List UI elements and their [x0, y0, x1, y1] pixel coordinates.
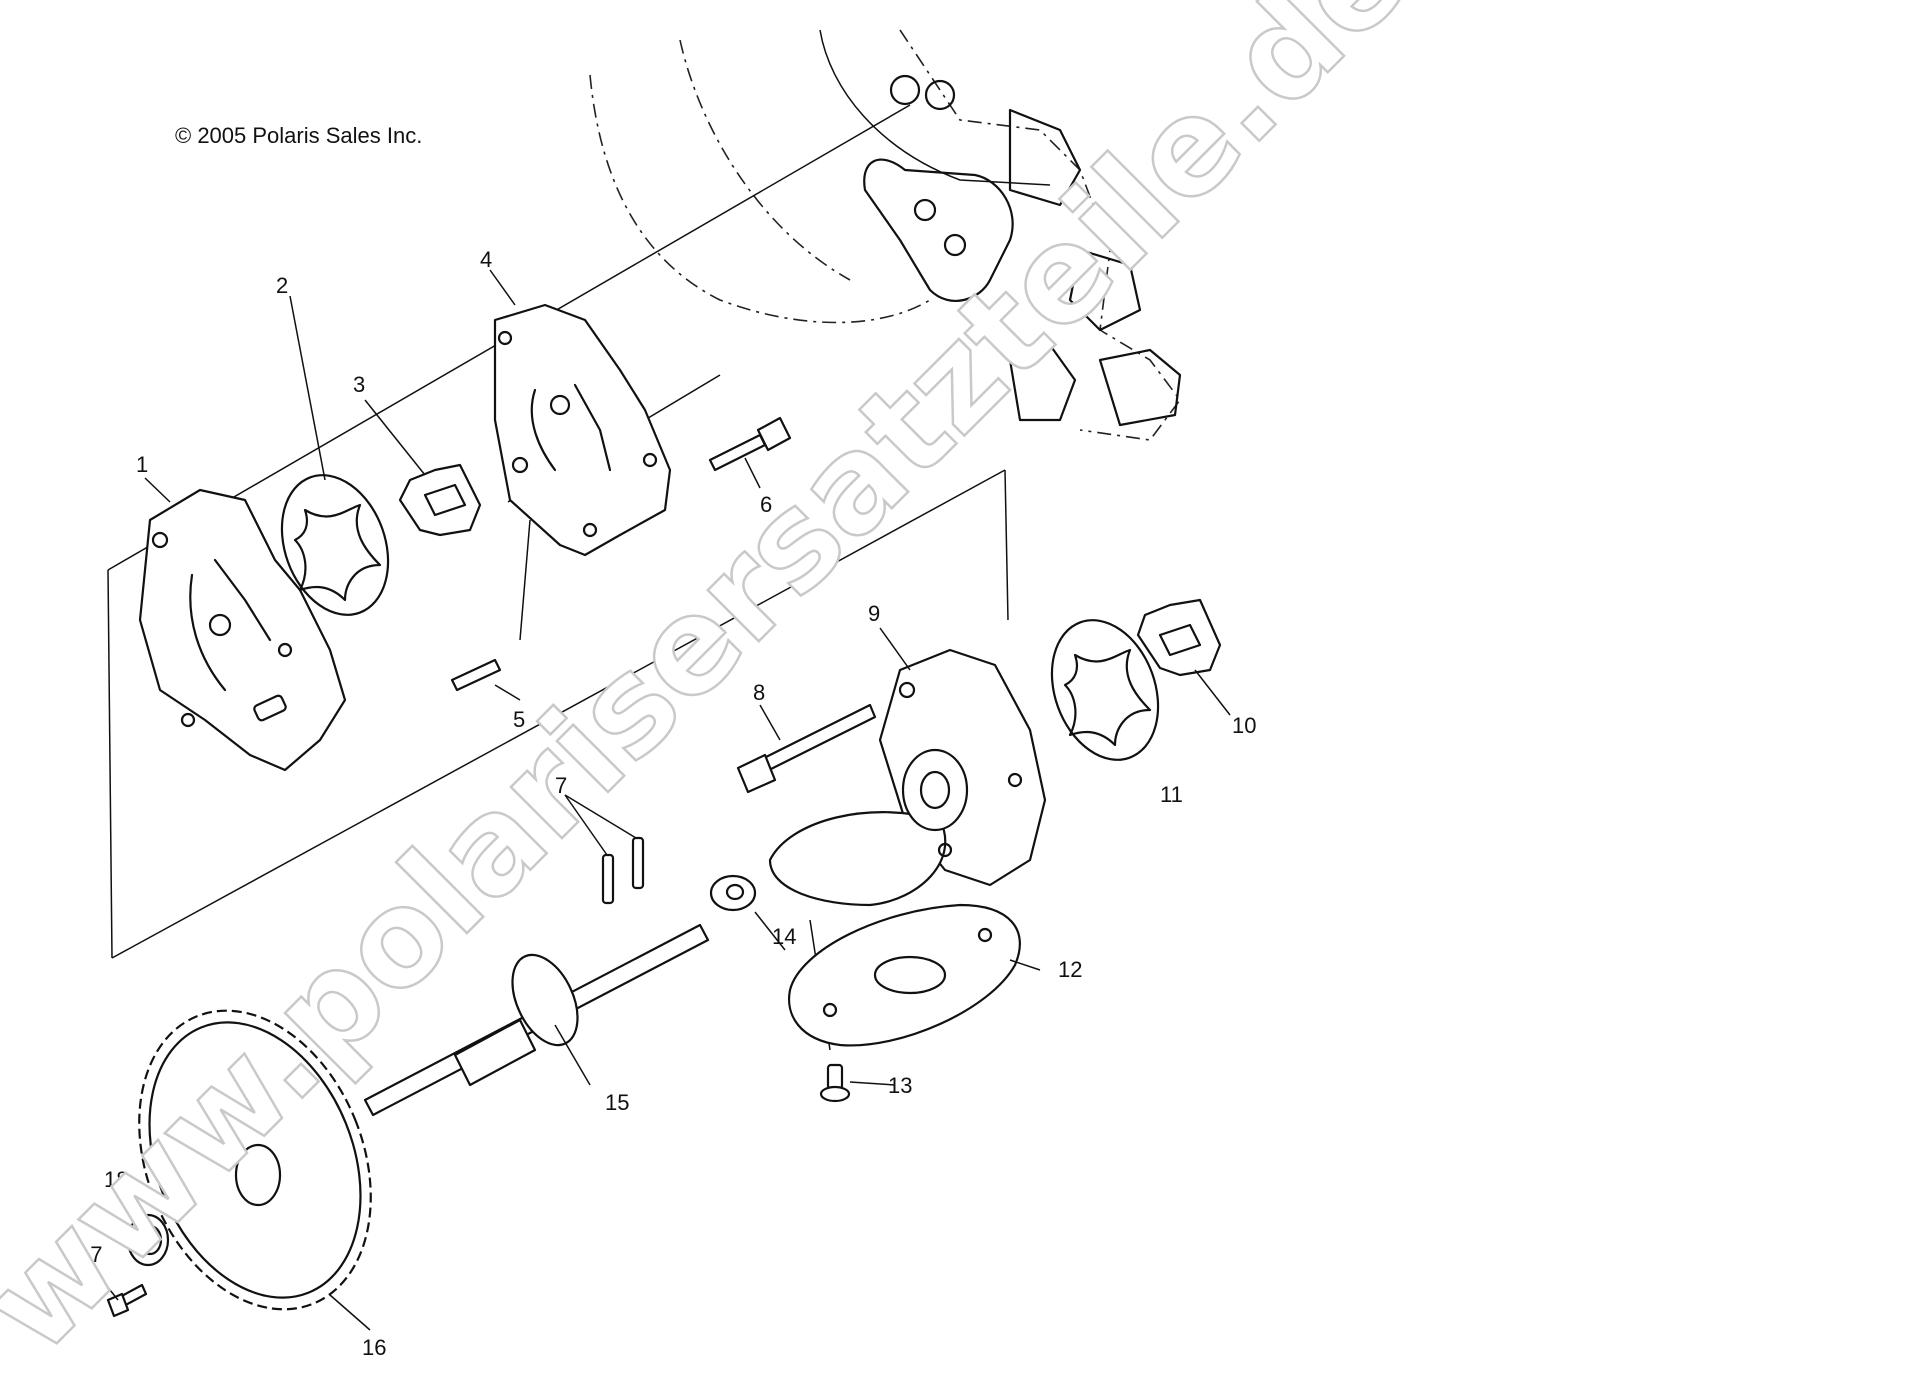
callout-8: 8: [753, 680, 765, 705]
part-13-small-screw: [819, 1063, 851, 1103]
callout-10: 10: [1232, 713, 1256, 738]
part-11-outer-rotor: [1050, 619, 1160, 761]
callout-18: 18: [104, 1167, 128, 1192]
callout-11: 11: [1160, 782, 1183, 807]
callout-5: 5: [513, 707, 525, 732]
callout-6: 6: [760, 492, 772, 517]
callout-12: 12: [1058, 957, 1082, 982]
part-14-washer: [709, 874, 757, 912]
part-10-inner-rotor: [1136, 598, 1222, 677]
part-8-long-bolt: [736, 703, 877, 794]
part-15-shaft: [363, 923, 710, 1117]
callout-3: 3: [353, 372, 365, 397]
part-5-dowel-pin: [450, 658, 502, 692]
part-2-outer-rotor: [280, 474, 390, 616]
callout-9: 9: [868, 601, 880, 626]
callout-13: 13: [888, 1073, 912, 1098]
callout-15: 15: [605, 1090, 629, 1115]
callout-14: 14: [772, 924, 796, 949]
callout-leaders: [89, 269, 1231, 1331]
callout-17: 17: [78, 1242, 102, 1267]
callout-2: 2: [276, 273, 288, 298]
part-3-inner-rotor: [398, 463, 482, 537]
callout-4: 4: [480, 247, 492, 272]
part-12-cover-plate: [788, 903, 1021, 1047]
callout-labels: 1 2 3 4 5 6 7 8 9 10 11 12 13 14 15 16 1…: [78, 247, 1256, 1360]
part-4-pump-cover: [493, 303, 672, 557]
engine-case-outline: [589, 29, 1182, 441]
part-9-pump-housing: [768, 648, 1047, 907]
copyright-text: © 2005 Polaris Sales Inc.: [175, 123, 422, 148]
part-6-screw: [708, 416, 792, 472]
callout-7: 7: [555, 773, 567, 798]
part-1-pump-body: [138, 488, 347, 772]
part-7-pins: [601, 836, 645, 905]
part-17-bolt: [106, 1283, 148, 1318]
part-18-washer: [126, 1213, 170, 1267]
callout-16: 16: [362, 1335, 386, 1360]
callout-1: 1: [136, 452, 148, 477]
part-16-gear: [138, 1009, 372, 1311]
